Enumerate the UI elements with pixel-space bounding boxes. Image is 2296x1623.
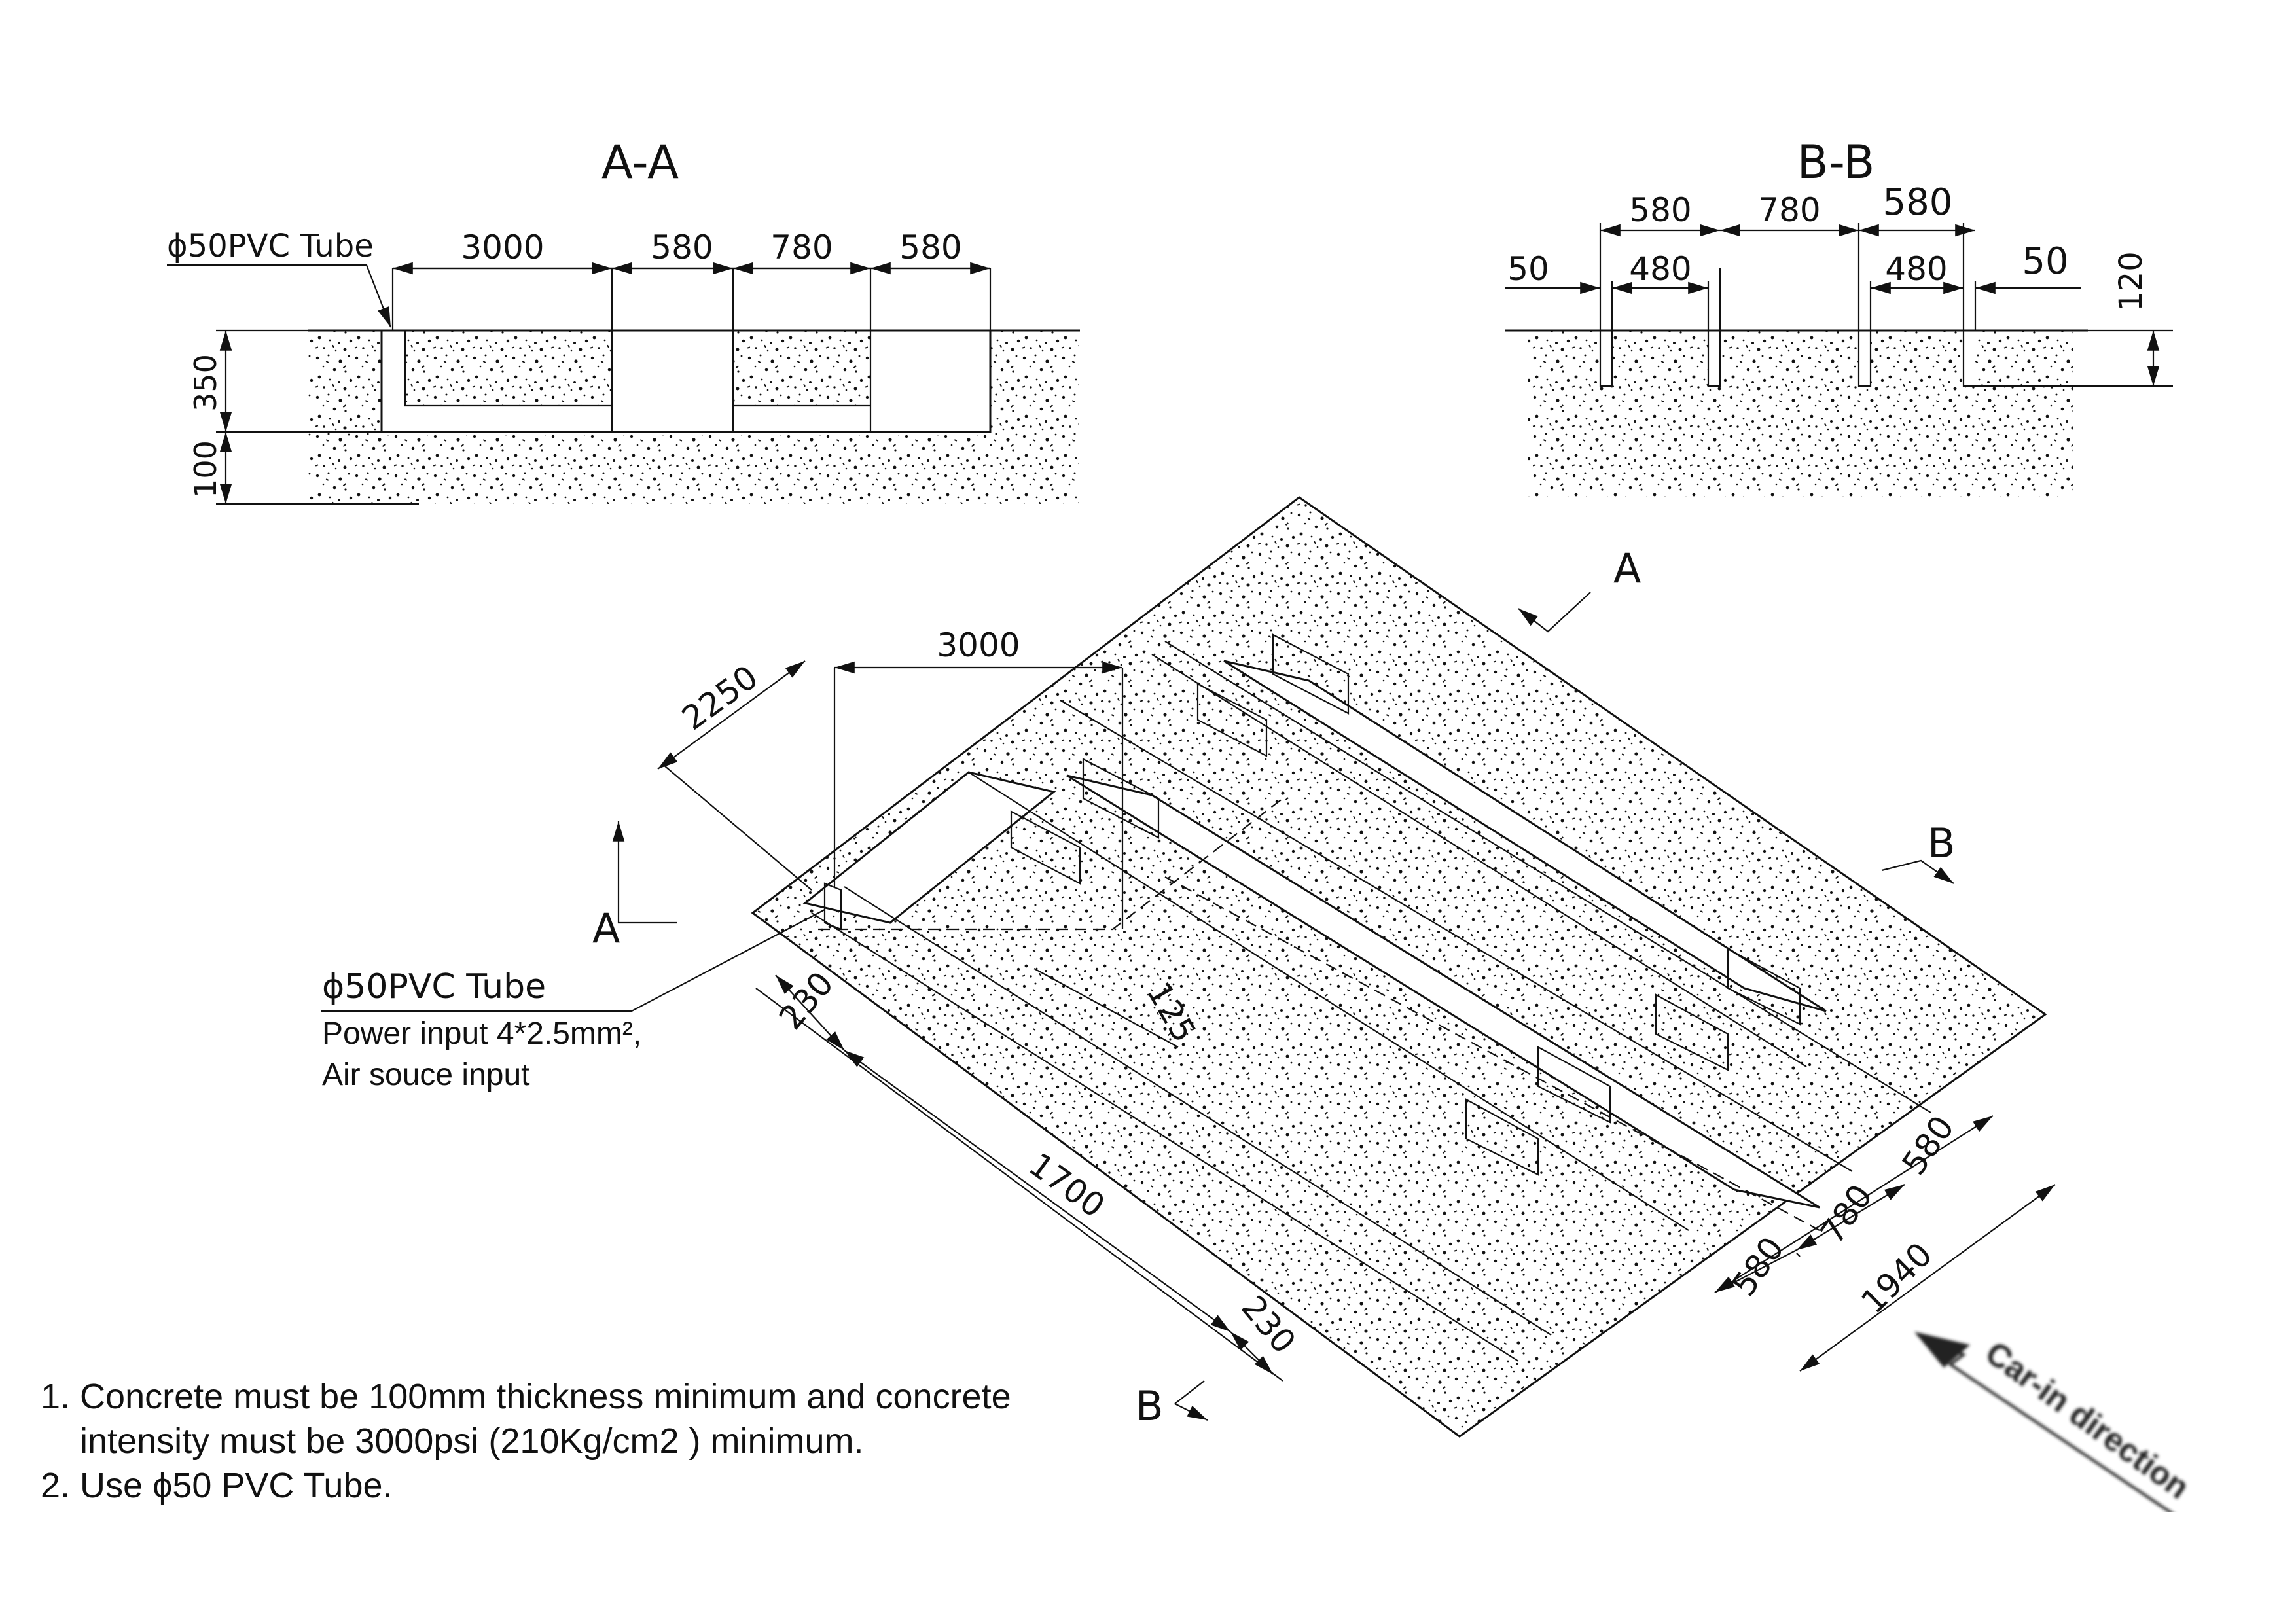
car-in-arrow-icon — [1914, 1332, 1970, 1368]
section-aa-ground — [308, 327, 1079, 504]
bb-dim-780: 780 — [1758, 191, 1820, 229]
note-1-cont: intensity must be 3000psi (210Kg/cm2 ) m… — [41, 1421, 864, 1461]
tube-callout-line1: Power input 4*2.5mm², — [322, 1016, 641, 1051]
section-aa-title: A-A — [601, 135, 679, 189]
marker-b-bottom-label: B — [1136, 1382, 1164, 1430]
plan-view: 3000 2250 125 230 1700 230 580 780 580 1… — [321, 496, 2056, 1438]
marker-a-left-label: A — [592, 904, 620, 952]
plan-dim-2250: 2250 — [675, 658, 764, 738]
section-marker-a-left: A — [592, 821, 677, 952]
plan-dim-780: 780 — [1813, 1178, 1880, 1251]
car-in-label: Car-in direction — [1979, 1334, 2197, 1506]
plan-dim-3000: 3000 — [937, 626, 1020, 664]
section-bb-ground — [1528, 327, 2073, 497]
section-marker-b-bottom: B — [1136, 1380, 1208, 1430]
bb-dim-480b: 480 — [1885, 250, 1947, 288]
bb-dim-120: 120 — [2113, 251, 2149, 312]
section-bb: B-B 580 780 580 50 480 480 50 — [1505, 135, 2173, 497]
aa-dim-3000: 3000 — [461, 228, 544, 266]
plan-dim-580b: 580 — [1895, 1109, 1962, 1182]
marker-b-right-label: B — [1928, 819, 1956, 867]
bb-dim-50a: 50 — [1507, 250, 1549, 288]
section-bb-title: B-B — [1797, 135, 1875, 189]
aa-dim-100: 100 — [188, 440, 223, 498]
aa-dim-780: 780 — [770, 228, 833, 266]
bb-dim-480a: 480 — [1629, 250, 1691, 288]
tube-callout: ϕ50PVC Tube Power input 4*2.5mm², Air so… — [321, 909, 825, 1092]
section-aa: A-A 3000 580 780 580 — [167, 135, 1080, 505]
plan-dim-230a: 230 — [772, 965, 841, 1037]
note-1: 1. Concrete must be 100mm thickness mini… — [41, 1377, 1011, 1416]
marker-a-top-label: A — [1613, 544, 1641, 592]
tube-callout-title: ϕ50PVC Tube — [322, 967, 546, 1007]
bb-dim-50b: 50 — [2022, 240, 2068, 283]
plan-dim-580a: 580 — [1725, 1230, 1791, 1303]
car-in-direction: Car-in direction — [1914, 1332, 2197, 1512]
aa-tube-label: ϕ50PVC Tube — [167, 228, 374, 264]
notes: 1. Concrete must be 100mm thickness mini… — [41, 1374, 1011, 1508]
note-2: 2. Use ϕ50 PVC Tube. — [41, 1466, 393, 1505]
aa-dim-580b: 580 — [899, 228, 961, 266]
aa-dim-580a: 580 — [651, 228, 713, 266]
bb-dim-580a: 580 — [1629, 191, 1691, 229]
tube-callout-line2: Air souce input — [322, 1058, 530, 1092]
section-marker-b-right: B — [1881, 819, 1956, 884]
aa-dim-350: 350 — [188, 354, 223, 412]
section-marker-a-top: A — [1518, 544, 1641, 633]
bb-dim-580b: 580 — [1883, 181, 1953, 224]
